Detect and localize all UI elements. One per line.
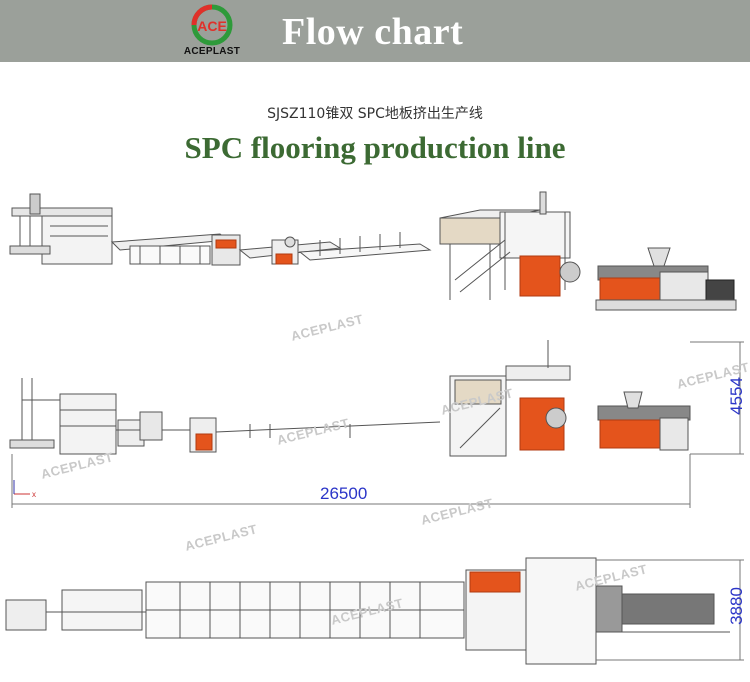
page-title: Flow chart	[282, 11, 464, 53]
isometric-drawing	[9, 191, 737, 311]
top-view: 3880 ACEPLAST ACEPLAST ACEPLAST ACEPLAST	[0, 495, 750, 682]
isometric-view: ACEPLAST	[0, 180, 750, 344]
aceplast-logo: ACE ACEPLAST	[172, 2, 252, 60]
line-title: SPC flooring production line	[184, 130, 566, 165]
height-dimension: 4554	[726, 377, 746, 415]
front-view-drawing: x	[9, 340, 744, 508]
logo-mark-icon: ACE	[191, 4, 233, 46]
front-view: x 4554 26500 ACEPLAST ACEPLAST ACEPLAST …	[0, 338, 750, 508]
chinese-subtitle: SJSZ110锥双 SPC地板挤出生产线	[267, 106, 483, 122]
top-view-drawing	[5, 557, 744, 665]
logo-text: ACEPLAST	[183, 46, 241, 57]
width-dimension: 3880	[726, 587, 746, 625]
header-bar: ACE ACEPLAST Flow chart	[0, 0, 750, 62]
axis-label: x	[32, 490, 36, 499]
length-dimension: 26500	[320, 484, 368, 503]
logo-initials: ACE	[197, 18, 227, 34]
